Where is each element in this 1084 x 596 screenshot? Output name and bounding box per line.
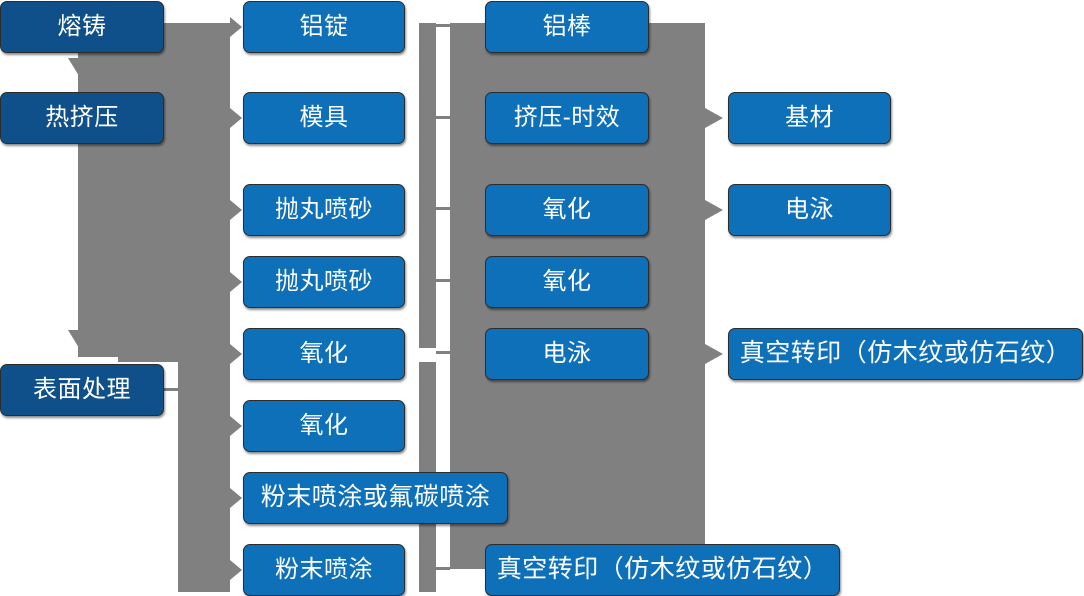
- mid-rail-upper: [419, 23, 436, 348]
- process-box-shot-blasting-2-label: 抛丸喷砂: [275, 267, 373, 295]
- right-arrow-icon-c2-1: [230, 17, 242, 37]
- output-box-electrophoresis-label: 电泳: [785, 195, 834, 223]
- right-arrow-icon-c2-8: [230, 560, 242, 580]
- process-box-oxidation-2[interactable]: 氧化: [243, 400, 405, 452]
- treatment-box-vacuum-transfer-printing[interactable]: 真空转印（仿木纹或仿石纹）: [485, 544, 840, 596]
- output-box-base-material[interactable]: 基材: [728, 92, 891, 144]
- process-box-oxidation-2-label: 氧化: [299, 411, 349, 439]
- treatment-box-oxidation-1-label: 氧化: [542, 195, 592, 223]
- right-arrow-icon-c4-1: [705, 108, 723, 128]
- process-box-oxidation-1-label: 氧化: [299, 339, 349, 367]
- mid-rail-tick-3: [436, 207, 450, 210]
- right-arrow-icon-c4-3: [705, 344, 723, 364]
- mid-rail-tick-2: [436, 116, 450, 119]
- process-box-powder-or-fluorocarbon-coating-label: 粉末喷涂或氟碳喷涂: [260, 483, 491, 512]
- process-box-shot-blasting-2[interactable]: 抛丸喷砂: [243, 256, 405, 308]
- left-trunk-lower: [178, 362, 230, 592]
- treatment-box-oxidation-1[interactable]: 氧化: [485, 184, 649, 236]
- process-box-aluminum-ingot[interactable]: 铝锭: [243, 1, 405, 53]
- treatment-box-extrusion-aging-label: 挤压-时效: [513, 103, 621, 131]
- treatment-box-extrusion-aging[interactable]: 挤压-时效: [485, 92, 649, 144]
- output-box-vacuum-transfer-printing[interactable]: 真空转印（仿木纹或仿石纹）: [728, 328, 1083, 380]
- process-box-mold[interactable]: 模具: [243, 92, 405, 144]
- treatment-box-aluminum-bar[interactable]: 铝棒: [485, 1, 649, 53]
- right-arrow-icon-c2-4: [230, 272, 242, 292]
- right-arrow-icon-c2-7: [230, 488, 242, 508]
- right-arrow-icon-c4-2: [705, 200, 723, 220]
- treatment-box-electrophoresis[interactable]: 电泳: [485, 328, 649, 380]
- down-arrow-icon-1: [68, 58, 90, 76]
- mid-rail-tick-1: [436, 24, 450, 27]
- right-arrow-icon-c2-5: [230, 344, 242, 364]
- process-box-shot-blasting-1-label: 抛丸喷砂: [275, 195, 373, 223]
- process-box-aluminum-ingot-label: 铝锭: [299, 12, 349, 40]
- process-box-mold-label: 模具: [299, 103, 349, 131]
- treatment-box-oxidation-2-label: 氧化: [542, 267, 592, 295]
- right-arrow-icon-c2-3: [230, 200, 242, 220]
- mid-rail-tick-6: [436, 567, 450, 570]
- stage-box-melting[interactable]: 熔铸: [0, 1, 164, 53]
- stage3-stub-line: [163, 388, 181, 391]
- process-box-shot-blasting-1[interactable]: 抛丸喷砂: [243, 184, 405, 236]
- stage-box-hot-extrusion[interactable]: 热挤压: [0, 92, 164, 144]
- right-arrow-icon-c2-6: [230, 416, 242, 436]
- output-box-vacuum-transfer-printing-label: 真空转印（仿木纹或仿石纹）: [739, 339, 1072, 368]
- treatment-box-oxidation-2[interactable]: 氧化: [485, 256, 649, 308]
- left-trunk-body: [78, 23, 178, 362]
- stage-box-melting-label: 熔铸: [57, 12, 107, 40]
- mid-rail-tick-4: [436, 279, 450, 282]
- stage-box-surface-treatment[interactable]: 表面处理: [0, 364, 164, 416]
- stage-box-surface-treatment-label: 表面处理: [33, 375, 131, 403]
- mid-rail-tick-5: [436, 351, 450, 354]
- output-box-electrophoresis[interactable]: 电泳: [728, 184, 891, 236]
- down-arrow-icon-2: [68, 330, 90, 348]
- stage-box-hot-extrusion-label: 热挤压: [45, 103, 119, 131]
- process-box-powder-coating[interactable]: 粉末喷涂: [243, 544, 405, 596]
- process-box-powder-or-fluorocarbon-coating[interactable]: 粉末喷涂或氟碳喷涂: [243, 472, 508, 524]
- output-box-base-material-label: 基材: [785, 103, 834, 131]
- treatment-box-aluminum-bar-label: 铝棒: [542, 12, 592, 40]
- treatment-box-vacuum-transfer-printing-label: 真空转印（仿木纹或仿石纹）: [496, 555, 829, 584]
- treatment-box-electrophoresis-label: 电泳: [542, 339, 592, 367]
- process-box-powder-coating-label: 粉末喷涂: [275, 555, 373, 583]
- left-trunk-main: [178, 23, 230, 592]
- right-arrow-icon-c2-2: [230, 108, 242, 128]
- process-box-oxidation-1[interactable]: 氧化: [243, 328, 405, 380]
